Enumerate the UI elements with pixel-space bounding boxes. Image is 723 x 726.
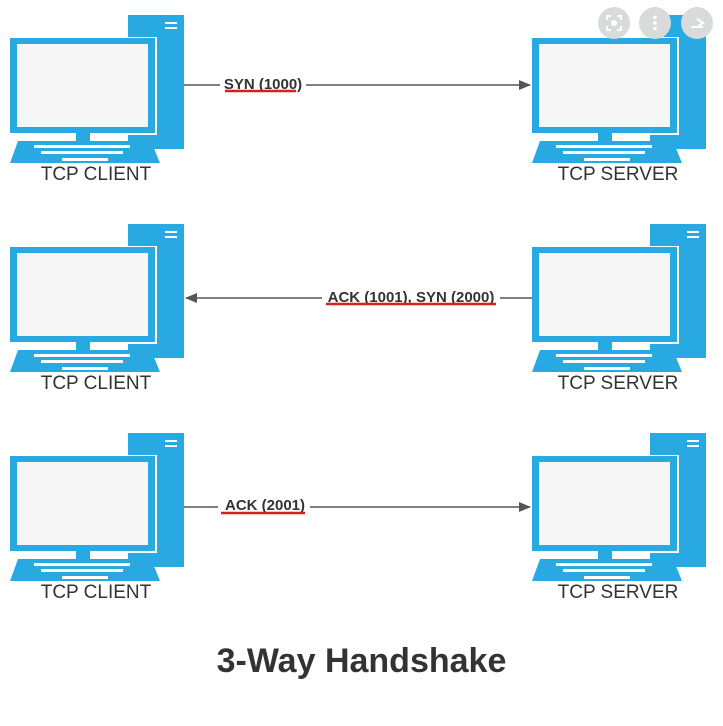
server-label: TCP SERVER [558,582,679,603]
lens-icon [606,15,622,31]
collapse-icon [691,18,705,28]
syn-message: SYN (1000) [224,76,302,93]
client-computer-icon [10,15,184,163]
client-label: TCP CLIENT [41,373,152,394]
client-label: TCP CLIENT [41,164,152,185]
server-computer-icon [532,433,706,581]
more-options-button[interactable] [639,7,671,39]
lens-button[interactable] [598,7,630,39]
client-computer-icon [10,433,184,581]
server-label: TCP SERVER [558,164,679,185]
server-computer-icon [532,224,706,372]
client-label: TCP CLIENT [41,582,152,603]
more-vert-icon [653,15,657,31]
collapse-button[interactable] [681,7,713,39]
ack-syn-message: ACK (1001), SYN (2000) [328,289,495,306]
server-label: TCP SERVER [558,373,679,394]
client-computer-icon [10,224,184,372]
ack-message: ACK (2001) [225,497,305,514]
diagram-title: 3-Way Handshake [216,642,507,680]
